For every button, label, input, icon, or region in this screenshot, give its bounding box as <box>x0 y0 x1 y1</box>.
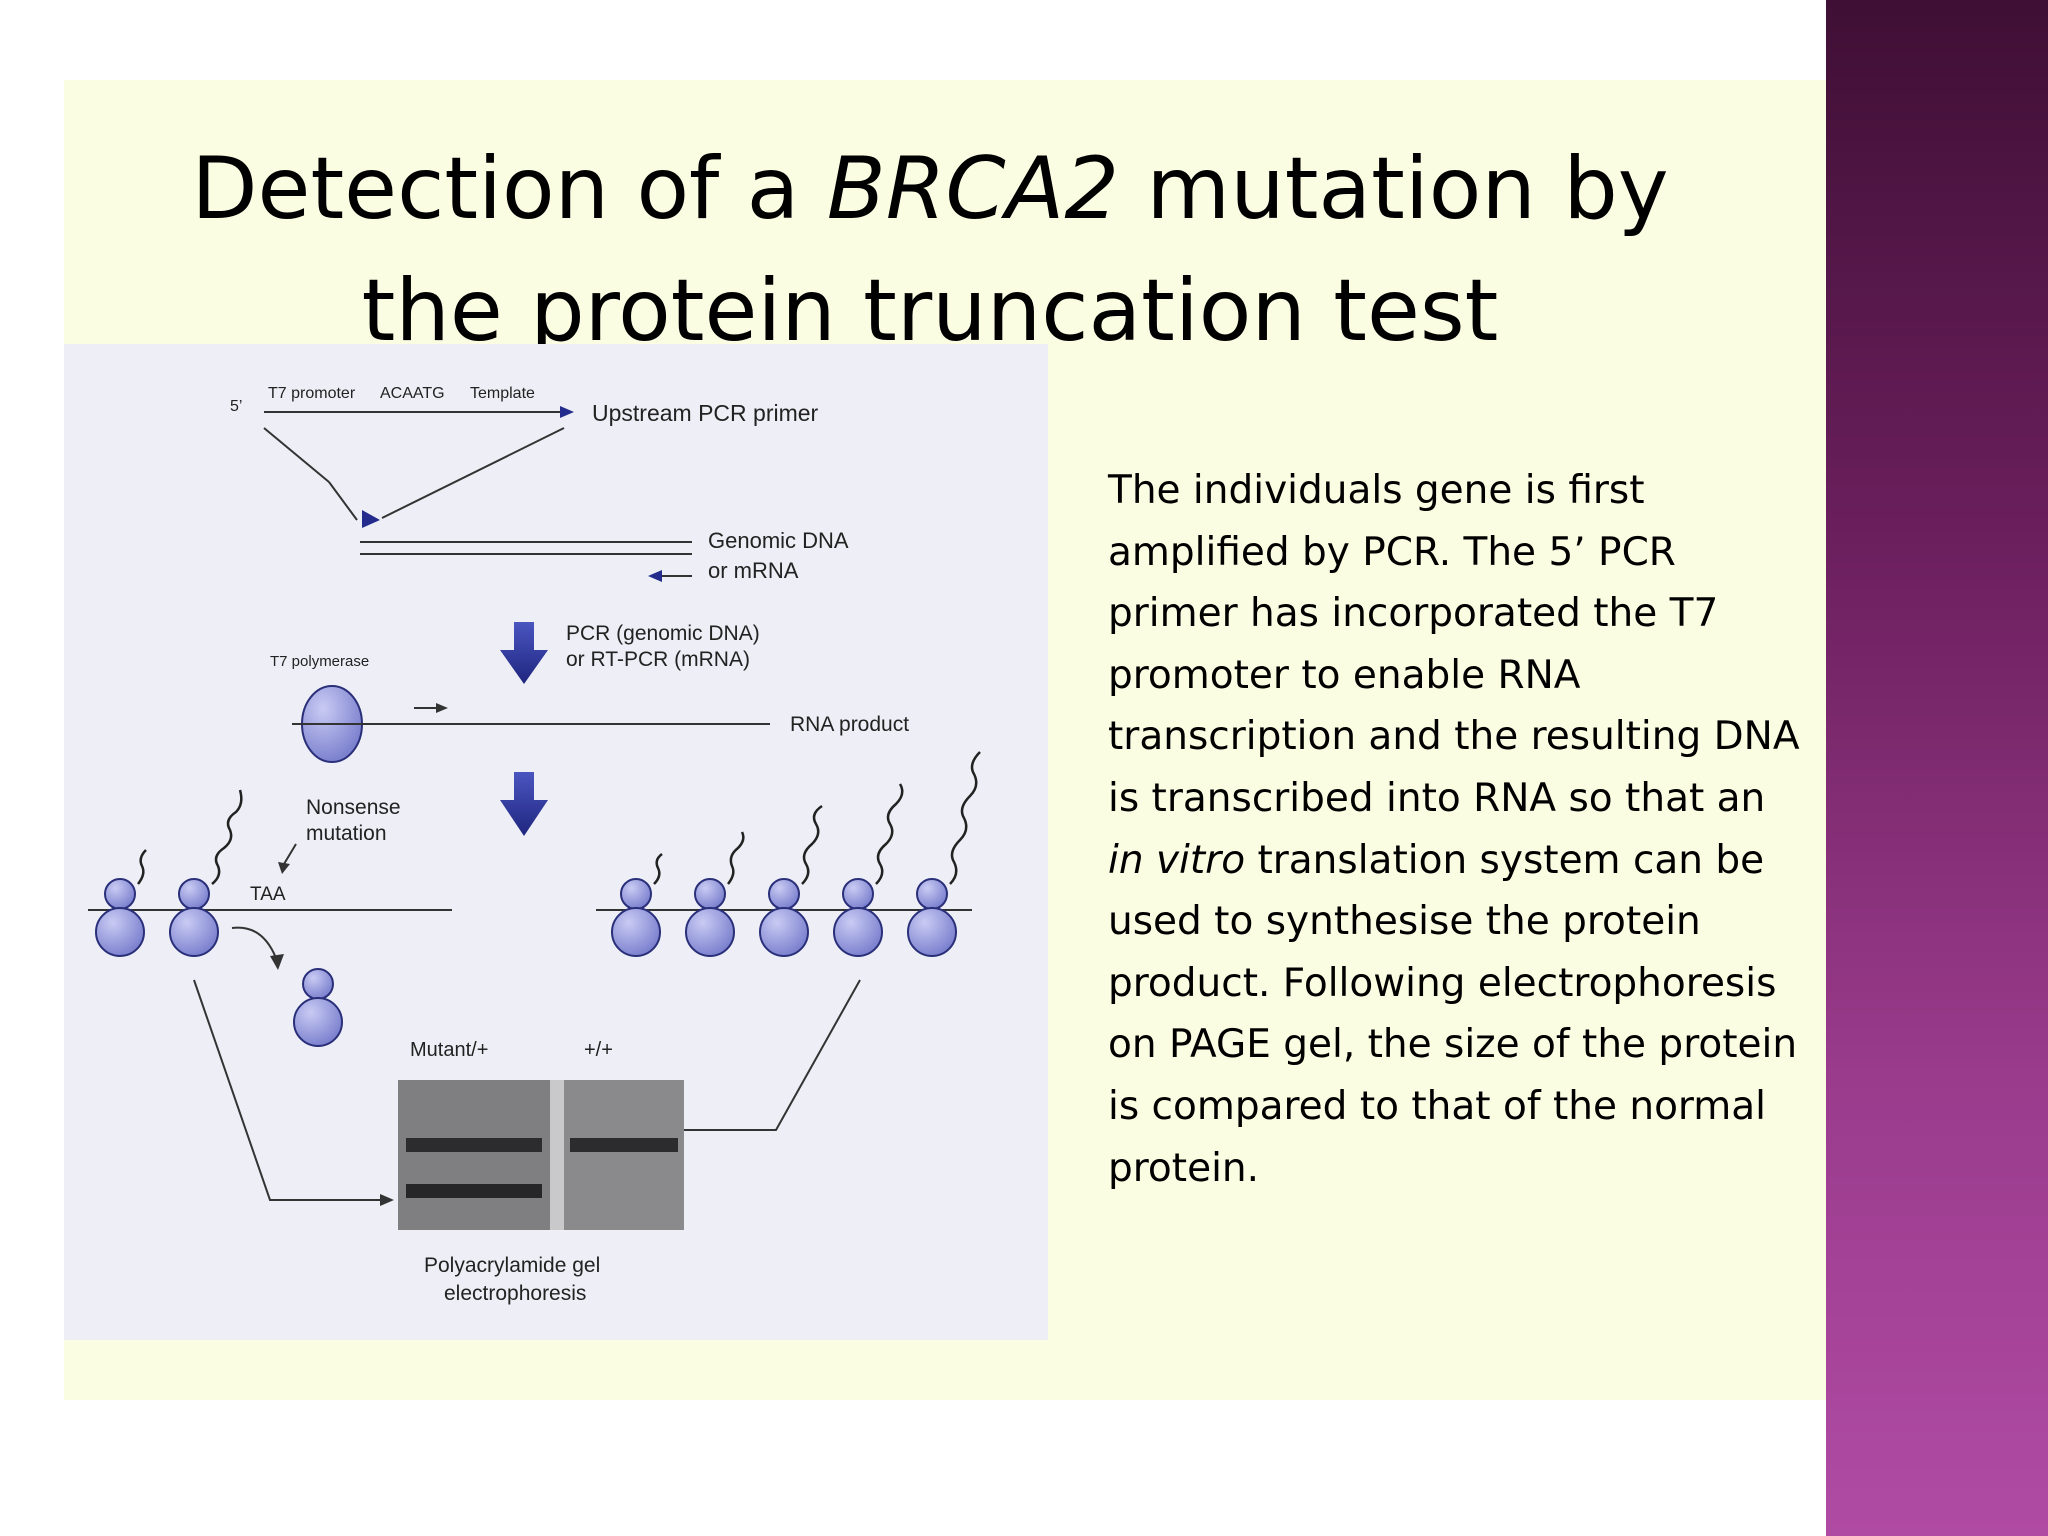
gel-label-line2: electrophoresis <box>444 1282 586 1305</box>
peptide-wt-5 <box>949 751 981 885</box>
title-part1: Detection of a <box>191 139 827 239</box>
nonsense-label-line2: mutation <box>306 822 387 845</box>
gel-band-mutant-full <box>406 1138 542 1152</box>
mutant-to-gel-line <box>193 979 382 1201</box>
converge-line-left <box>263 427 330 483</box>
converge-line-left-2 <box>328 481 358 521</box>
wildtype-to-gel-line <box>682 979 861 1131</box>
primer-arrowhead <box>560 406 574 418</box>
mutant-to-gel-arrowhead <box>380 1194 394 1206</box>
taa-label: TAA <box>250 884 286 905</box>
nonsense-label-line1: Nonsense <box>306 796 401 819</box>
short-peptide-2 <box>211 789 243 885</box>
nonsense-pointer-line <box>283 843 297 865</box>
wildtype-ribosome-1 <box>611 878 661 957</box>
rna-product-label: RNA product <box>790 713 909 736</box>
mutant-ribosome-1 <box>95 878 145 957</box>
transcription-direction-arrowhead <box>436 703 448 713</box>
reverse-primer-arrowhead <box>648 570 662 582</box>
gel-lane-mutant <box>398 1080 550 1230</box>
peptide-wt-3 <box>801 804 823 885</box>
or-mrna-label: or mRNA <box>708 558 799 583</box>
wildtype-lane-label: +/+ <box>584 1039 613 1061</box>
peptide-wt-1 <box>653 853 663 885</box>
upstream-primer-label: Upstream PCR primer <box>592 400 819 426</box>
released-ribosome <box>293 968 343 1047</box>
genomic-dna-label: Genomic DNA <box>708 528 849 553</box>
decorative-sidebar <box>1826 0 2048 1536</box>
description-part1: The individuals gene is first amplified … <box>1108 468 1800 821</box>
gel-band-mutant-truncated <box>406 1184 542 1198</box>
short-peptide-1 <box>137 849 147 885</box>
wildtype-ribosome-4 <box>833 878 883 957</box>
peptide-wt-4 <box>875 783 904 885</box>
title-part2: mutation by <box>1119 139 1669 239</box>
pcr-label-line2: or RT-PCR (mRNA) <box>566 648 750 671</box>
template-label: Template <box>470 385 535 402</box>
pcr-step-arrow <box>500 622 548 684</box>
wildtype-ribosome-3 <box>759 878 809 957</box>
gel-lane-wildtype <box>564 1080 684 1230</box>
description-text: The individuals gene is first amplified … <box>1108 460 1808 1199</box>
t7-polymerase-label: T7 polymerase <box>270 653 369 670</box>
t7-promoter-label: T7 promoter <box>268 385 356 402</box>
release-arrow-line <box>231 926 277 959</box>
release-arrowhead <box>270 954 284 970</box>
converge-arrowhead <box>362 510 380 528</box>
gel-lane-gap <box>550 1080 564 1230</box>
description-part2: translation system can be used to synthe… <box>1108 837 1798 1191</box>
converge-line-right <box>381 427 565 519</box>
pcr-label-line1: PCR (genomic DNA) <box>566 622 760 645</box>
nonsense-pointer-arrowhead <box>278 862 290 874</box>
wildtype-ribosome-2 <box>685 878 735 957</box>
description-italic: in vitro <box>1108 837 1246 883</box>
start-sequence-label: ACAATG <box>380 385 445 402</box>
slide-title: Detection of a BRCA2 mutation by the pro… <box>130 128 1730 372</box>
wildtype-ribosome-5 <box>907 878 957 957</box>
gel-band-wildtype-full <box>570 1138 678 1152</box>
mutant-lane-label: Mutant/+ <box>410 1039 488 1061</box>
pcr-truncation-figure: 5’ T7 promoter ACAATG Template Upstream … <box>64 344 1048 1340</box>
five-prime-label: 5’ <box>230 398 242 415</box>
title-gene: BRCA2 <box>826 139 1120 239</box>
peptide-wt-2 <box>727 831 745 885</box>
translation-step-arrow <box>500 772 548 836</box>
gel-label-line1: Polyacrylamide gel <box>424 1254 600 1277</box>
mutant-ribosome-2 <box>169 878 219 957</box>
